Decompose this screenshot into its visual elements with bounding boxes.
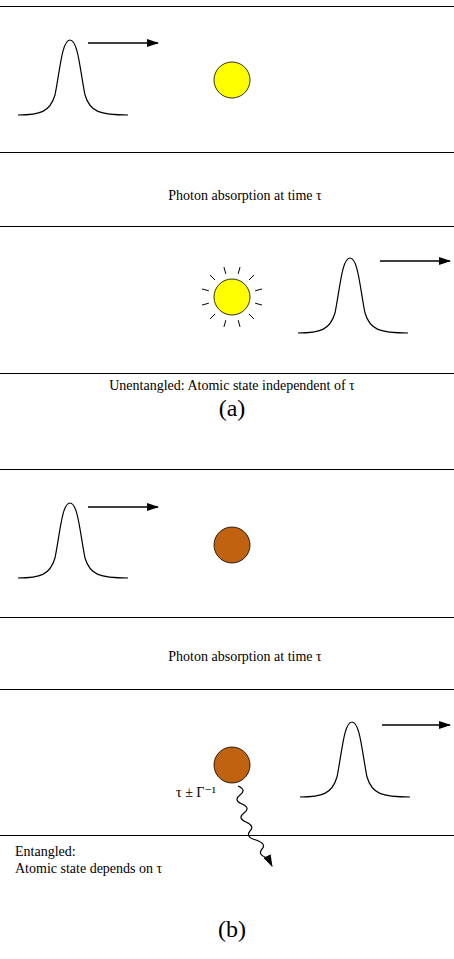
ray	[210, 275, 215, 280]
atom	[214, 527, 250, 563]
photon-pulse	[18, 503, 128, 578]
photon-pulse	[298, 258, 408, 333]
caption-label: Unentangled: Atomic state independent of…	[109, 377, 355, 394]
excited-atom	[214, 279, 250, 315]
photon-pulse	[300, 722, 410, 797]
atom	[214, 747, 250, 783]
ray	[255, 289, 262, 291]
motion-arrow	[88, 42, 158, 44]
atom	[214, 62, 250, 98]
photon-pulse	[18, 40, 128, 115]
ray	[255, 303, 262, 305]
caption-label: Photon absorption at time τ	[168, 648, 321, 665]
panel-rules	[0, 7, 454, 836]
motion-arrow	[380, 260, 450, 262]
excitation-rays	[202, 267, 262, 327]
ray	[224, 320, 226, 327]
emitted-photon	[237, 786, 272, 866]
panel-label: (b)	[218, 915, 246, 943]
motion-arrow	[382, 724, 450, 726]
ray	[249, 275, 254, 280]
line-break-spacer	[100, 843, 195, 857]
motion-arrow	[88, 506, 158, 508]
ray	[202, 303, 209, 305]
ray	[202, 289, 209, 291]
ray	[224, 267, 226, 274]
ray	[249, 314, 254, 319]
time-label: τ ± Γ⁻¹	[176, 784, 216, 801]
ray	[210, 314, 215, 319]
ray	[238, 320, 240, 327]
ray	[238, 267, 240, 274]
caption-label: Photon absorption at time τ	[168, 187, 321, 204]
panel-label: (a)	[219, 394, 246, 422]
caption-label: Entangled: Atomic state depends on τ	[15, 843, 195, 877]
